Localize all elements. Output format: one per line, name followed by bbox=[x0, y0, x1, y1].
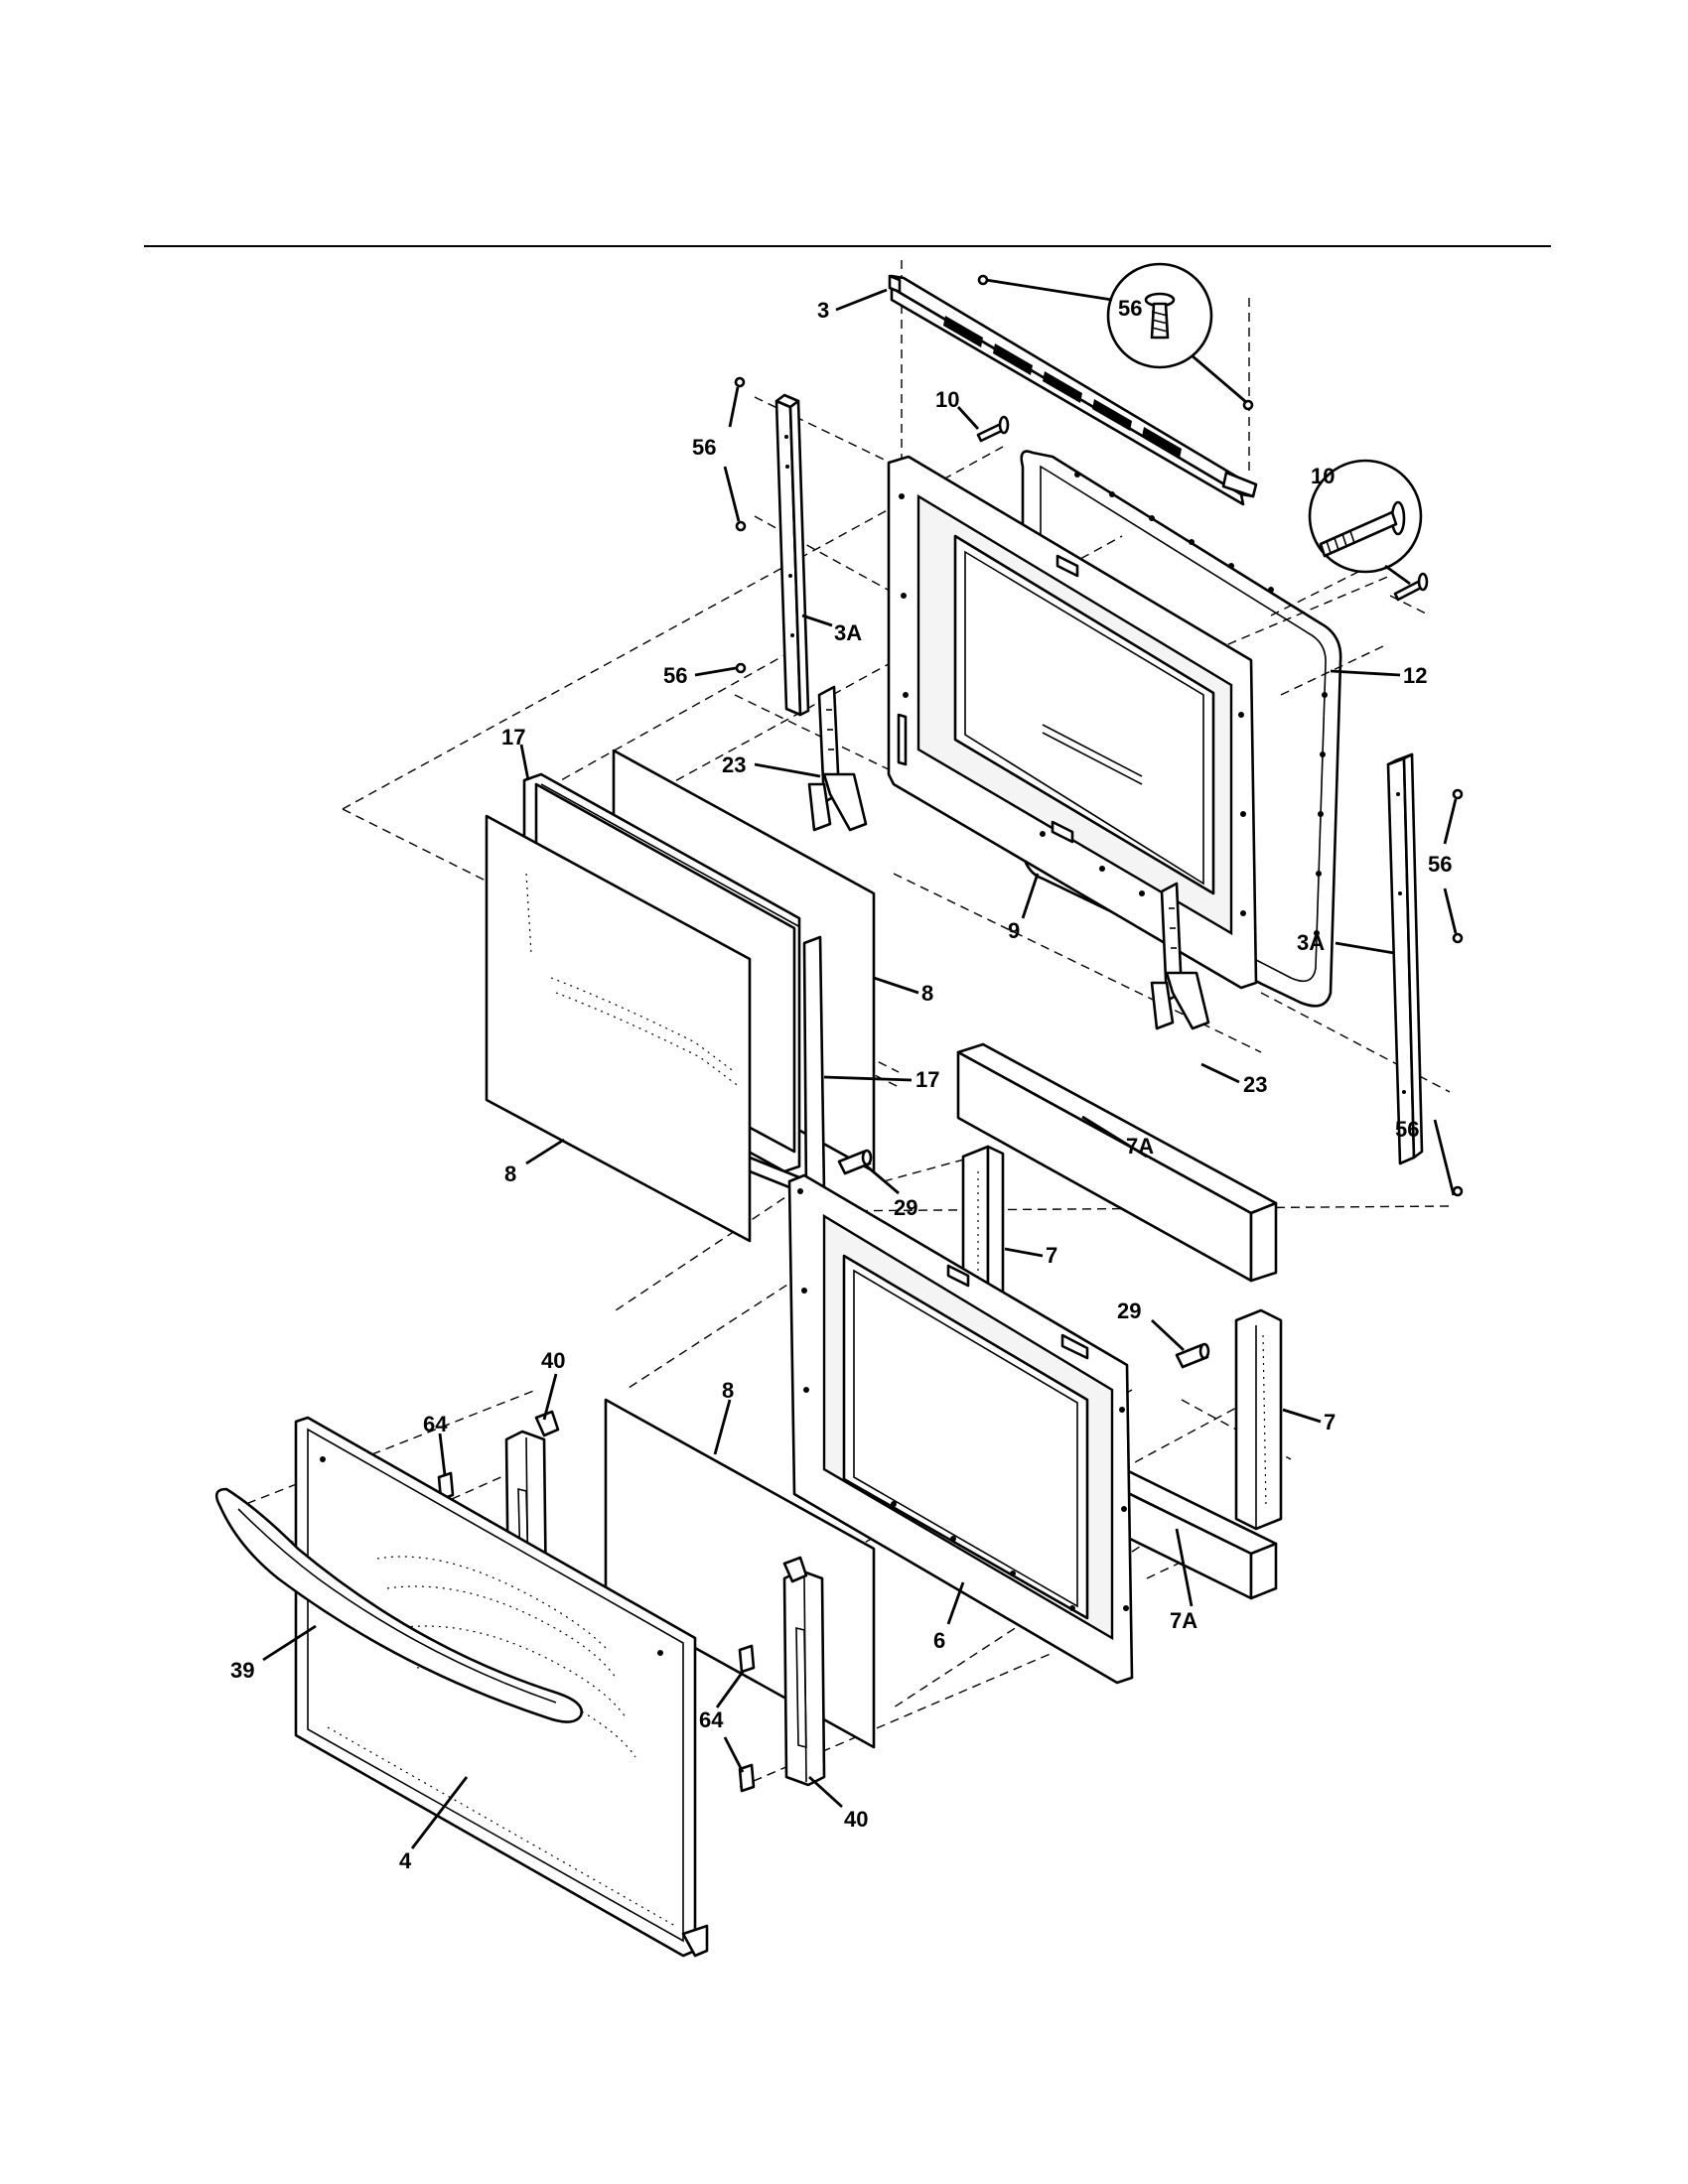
callout-64: 64 bbox=[423, 1412, 448, 1436]
glass-panel-front bbox=[485, 814, 752, 1243]
hinge-channel-lower bbox=[782, 1556, 826, 1787]
callout-17: 17 bbox=[501, 725, 525, 750]
insulation-top bbox=[956, 1042, 1278, 1283]
callout-56: 56 bbox=[692, 435, 716, 460]
callout-7A: 7A bbox=[1170, 1608, 1197, 1633]
callout-4: 4 bbox=[399, 1848, 412, 1873]
bolt-10 bbox=[976, 415, 1429, 602]
side-strip-left bbox=[774, 393, 810, 717]
callout-7: 7 bbox=[1046, 1243, 1057, 1268]
screw-detail-circle bbox=[1106, 262, 1213, 369]
callout-8: 8 bbox=[504, 1161, 516, 1186]
callout-7: 7 bbox=[1324, 1410, 1336, 1434]
callout-17: 17 bbox=[915, 1067, 939, 1092]
pin-29 bbox=[837, 1149, 1210, 1369]
hinge-left bbox=[807, 685, 868, 832]
callout-23: 23 bbox=[1243, 1072, 1267, 1097]
callout-56: 56 bbox=[1428, 852, 1452, 877]
callout-10: 10 bbox=[1311, 464, 1335, 488]
hinge-right bbox=[1150, 882, 1210, 1030]
callout-40: 40 bbox=[844, 1807, 868, 1832]
callout-56: 56 bbox=[1395, 1117, 1419, 1142]
screw-56-small bbox=[734, 274, 1464, 1197]
callout-6: 6 bbox=[933, 1628, 945, 1653]
callout-9: 9 bbox=[1008, 918, 1020, 943]
bolt-detail-circle bbox=[1308, 459, 1423, 574]
callout-8: 8 bbox=[722, 1378, 734, 1403]
callout-3A: 3A bbox=[834, 620, 862, 645]
callout-7A: 7A bbox=[1126, 1134, 1154, 1159]
callout-3A: 3A bbox=[1297, 930, 1325, 955]
callout-29: 29 bbox=[1117, 1298, 1141, 1323]
door-gasket bbox=[1020, 450, 1342, 1008]
callout-64: 64 bbox=[699, 1707, 724, 1732]
callout-labels: 3 56 10 56 10 3A 56 12 17 23 56 3A 8 9 1… bbox=[230, 296, 1452, 1873]
inner-door-frame bbox=[887, 455, 1258, 990]
door-liner bbox=[787, 1173, 1134, 1685]
door-handle bbox=[214, 1487, 583, 1723]
insulation-side-right bbox=[1234, 1308, 1283, 1531]
callout-23: 23 bbox=[722, 752, 746, 777]
callout-29: 29 bbox=[894, 1195, 917, 1220]
callout-3: 3 bbox=[817, 298, 829, 323]
callout-10: 10 bbox=[935, 387, 959, 412]
side-strip-right bbox=[1386, 752, 1424, 1165]
callout-8: 8 bbox=[921, 981, 933, 1006]
callout-39: 39 bbox=[230, 1658, 254, 1683]
callout-56: 56 bbox=[1118, 296, 1142, 321]
callout-leaders bbox=[262, 278, 1458, 1849]
callout-40: 40 bbox=[541, 1348, 565, 1373]
callout-12: 12 bbox=[1403, 663, 1427, 688]
callout-56: 56 bbox=[663, 663, 687, 688]
vent-trim-part bbox=[888, 274, 1258, 506]
